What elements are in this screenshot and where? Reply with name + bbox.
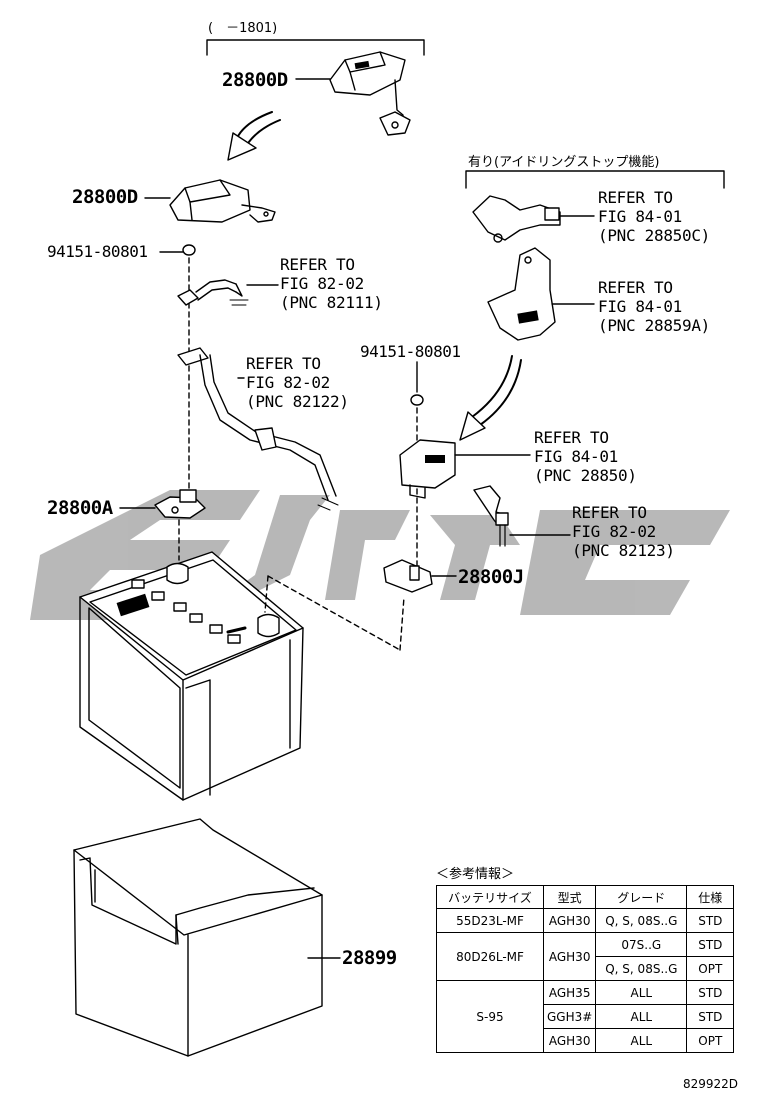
sensor-28850-drawing: [399, 439, 456, 499]
table-row: S-95 AGH35 ALL STD: [436, 980, 735, 1053]
cell-model: GGH3#: [542, 1004, 597, 1029]
ref-line: FIG 82-02: [246, 373, 330, 392]
ref-line: REFER TO: [246, 354, 321, 373]
cell-grade: ALL: [595, 1004, 688, 1029]
header-grade: グレード: [595, 885, 688, 909]
ref-line: REFER TO: [534, 428, 609, 447]
cell-spec: OPT: [686, 956, 735, 981]
cell-grade: 07S..G: [595, 932, 688, 957]
battery-tray-drawing: [73, 818, 323, 1057]
terminal-cover-top-drawing: [329, 51, 411, 136]
nut-left-drawing: [182, 244, 196, 256]
ref-82122[interactable]: REFER TO FIG 82-02 (PNC 82122): [246, 354, 349, 411]
cell-model: AGH35: [542, 980, 597, 1005]
table-header-row: バッテリサイズ 型式 グレード 仕様: [436, 885, 735, 909]
ref-line: FIG 82-02: [572, 522, 656, 541]
ref-82123[interactable]: REFER TO FIG 82-02 (PNC 82123): [572, 503, 675, 560]
cable-82123-drawing: [473, 485, 509, 547]
cell-grade: ALL: [595, 980, 688, 1005]
ref-line: REFER TO: [572, 503, 647, 522]
ref-line: REFER TO: [280, 255, 355, 274]
part-28800j[interactable]: 28800J: [458, 566, 524, 588]
cell-spec: STD: [686, 932, 735, 957]
ref-line: (PNC 28850): [534, 466, 637, 485]
bracket-28859a-drawing: [487, 247, 556, 341]
ref-line: (PNC 28850C): [598, 226, 710, 245]
ref-line: (PNC 82111): [280, 293, 383, 312]
ref-line: (PNC 28859A): [598, 316, 710, 335]
ref-28850c[interactable]: REFER TO FIG 84-01 (PNC 28850C): [598, 188, 710, 245]
ref-line: FIG 84-01: [598, 207, 682, 226]
ref-line: (PNC 82122): [246, 392, 349, 411]
arrow-right: [459, 355, 522, 441]
ref-82111[interactable]: REFER TO FIG 82-02 (PNC 82111): [280, 255, 383, 312]
part-28800d-top[interactable]: 28800D: [222, 69, 288, 91]
ref-28859a[interactable]: REFER TO FIG 84-01 (PNC 28859A): [598, 278, 710, 335]
cable-82122-drawing: [177, 347, 339, 511]
range-note: ( －1801): [208, 21, 278, 36]
part-94151-right[interactable]: 94151-80801: [360, 342, 461, 361]
diagram-code: 829922D: [683, 1077, 739, 1091]
table-row: Q, S, 08S..G OPT: [437, 956, 735, 981]
terminal-28800j-drawing: [383, 559, 433, 593]
header-spec: 仕様: [686, 885, 735, 909]
nut-right-drawing: [410, 394, 424, 406]
header-model: 型式: [542, 885, 597, 909]
table-row: AGH30 ALL OPT: [437, 1028, 735, 1053]
part-28899[interactable]: 28899: [342, 947, 397, 969]
cell-spec: STD: [686, 908, 735, 933]
cell-model: AGH30: [542, 908, 597, 933]
table-row: GGH3# ALL STD: [437, 1004, 735, 1029]
ref-line: FIG 84-01: [534, 447, 618, 466]
cell-spec: STD: [686, 1004, 735, 1029]
terminal-cover-mid-drawing: [169, 179, 276, 223]
part-94151-left[interactable]: 94151-80801: [47, 242, 148, 261]
arrow-top: [227, 111, 281, 161]
cell-size: 80D26L-MF: [436, 932, 544, 981]
table-row: 55D23L-MF AGH30 Q, S, 08S..G STD: [436, 908, 735, 933]
cell-grade: Q, S, 08S..G: [595, 956, 688, 981]
header-size: バッテリサイズ: [436, 885, 544, 909]
part-28800d-mid[interactable]: 28800D: [72, 186, 138, 208]
cell-model: AGH30: [542, 932, 597, 981]
cell-grade: ALL: [595, 1028, 688, 1053]
cell-model: AGH30: [542, 1028, 597, 1053]
cell-spec: OPT: [686, 1028, 735, 1053]
ref-line: FIG 84-01: [598, 297, 682, 316]
ref-28850[interactable]: REFER TO FIG 84-01 (PNC 28850): [534, 428, 637, 485]
table-row: 80D26L-MF AGH30 07S..G STD: [436, 932, 735, 981]
install-guide-dashed: [264, 575, 405, 651]
idling-note: 有り(アイドリングストップ機能): [468, 155, 660, 170]
cell-size: S-95: [436, 980, 544, 1053]
terminal-28800a-drawing: [154, 489, 206, 519]
part-28800a[interactable]: 28800A: [47, 497, 113, 519]
ref-line: REFER TO: [598, 188, 673, 207]
table-caption: ＜参考情報＞: [436, 867, 515, 882]
cell-size: 55D23L-MF: [436, 908, 544, 933]
ref-line: FIG 82-02: [280, 274, 364, 293]
watermark-graphic: [30, 490, 730, 620]
ref-line: (PNC 82123): [572, 541, 675, 560]
battery-spec-table: バッテリサイズ 型式 グレード 仕様 55D23L-MF AGH30 Q, S,…: [436, 885, 735, 1053]
bracket-28850c-drawing: [472, 195, 561, 243]
cell-spec: STD: [686, 980, 735, 1005]
range-bracket: [206, 39, 425, 56]
idling-bracket: [465, 170, 725, 189]
cable-82111-drawing: [177, 279, 249, 306]
battery-drawing: [79, 551, 304, 801]
cell-grade: Q, S, 08S..G: [595, 908, 688, 933]
ref-line: REFER TO: [598, 278, 673, 297]
